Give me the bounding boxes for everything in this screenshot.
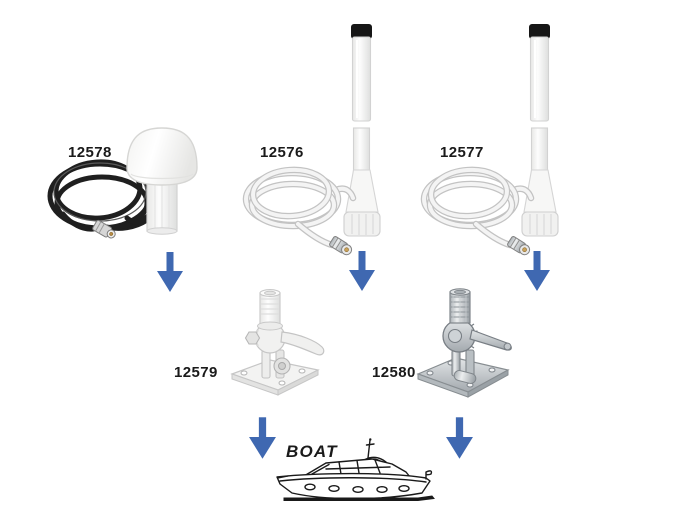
mount-tube — [449, 288, 471, 324]
down-arrow-icon — [248, 417, 277, 459]
mount-hinge-bracket — [451, 349, 477, 384]
whip-base-section — [521, 127, 559, 237]
product-12576-figure — [240, 14, 390, 258]
white-cable-coil — [420, 166, 535, 249]
down-arrow-icon — [156, 252, 184, 292]
coax-connector — [507, 236, 531, 256]
stern-flag — [425, 470, 433, 480]
coax-connector — [329, 236, 353, 256]
black-tip-cap — [529, 24, 550, 39]
product-12579-figure — [220, 288, 330, 400]
mount-lever-handle — [469, 329, 512, 351]
product-number-label: 12578 — [68, 144, 112, 161]
white-ratchet-mount-image — [230, 289, 325, 396]
steel-ratchet-mount-image — [416, 288, 512, 398]
cable-into-dome — [124, 213, 151, 225]
center-bolt — [447, 328, 463, 344]
whip-top-section — [351, 24, 372, 122]
whip-antenna-image — [242, 24, 381, 256]
down-arrow-icon — [348, 251, 376, 291]
antenna-mast — [365, 438, 375, 459]
product-number-label: 12579 — [174, 364, 218, 381]
bnc-connector — [92, 219, 116, 239]
hull — [276, 472, 431, 500]
product-number-label: 12580 — [372, 364, 416, 381]
down-arrow-icon — [523, 251, 551, 291]
hinge-cylinder — [453, 370, 477, 384]
hex-bolt — [244, 331, 261, 345]
mount-tube — [257, 289, 283, 331]
product-number-label: 12577 — [440, 144, 484, 161]
whip-top-section — [529, 24, 550, 122]
product-number-label: 12576 — [260, 144, 304, 161]
mount-ratchet-knuckle — [442, 319, 478, 353]
white-cable-coil — [242, 166, 357, 249]
gps-antenna-image — [47, 127, 198, 239]
boat-label: BOAT — [286, 442, 338, 461]
mount-hinge-bracket — [261, 349, 291, 379]
boat-illustration — [268, 436, 438, 508]
portholes — [304, 483, 410, 494]
down-arrow-icon — [445, 417, 474, 459]
product-12580-figure — [408, 288, 518, 403]
whip-base-section — [343, 127, 381, 237]
product-12577-figure — [418, 14, 568, 258]
mount-lever-handle — [280, 331, 325, 356]
mount-base-plate — [230, 359, 320, 396]
keel-line — [283, 495, 435, 501]
whip-antenna-image — [420, 24, 559, 256]
product-12578-figure — [45, 126, 220, 248]
antenna-dome — [124, 127, 198, 235]
black-tip-cap — [351, 24, 372, 39]
dome-cap — [126, 127, 198, 186]
